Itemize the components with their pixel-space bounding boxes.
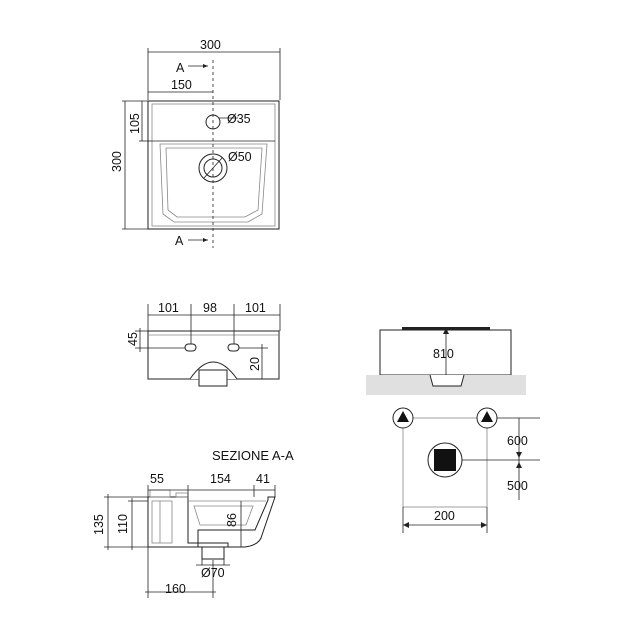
dim-section-front: 41 — [256, 472, 270, 486]
dim-top-width: 300 — [200, 38, 221, 52]
dim-front-height: 45 — [126, 332, 140, 346]
bowl-outline — [159, 143, 268, 223]
label-tap-hole: Ø35 — [227, 112, 251, 126]
dim-supply-height: 600 — [507, 434, 528, 448]
dim-section-depth: 160 — [165, 582, 186, 596]
section-waste — [201, 546, 225, 560]
label-drain: Ø50 — [228, 150, 252, 164]
front-view — [135, 304, 281, 387]
section-view — [104, 485, 276, 598]
dim-front-middle: 98 — [203, 301, 217, 315]
waste-spigot — [198, 369, 228, 387]
dim-fixing-spacing: 200 — [434, 509, 455, 523]
dim-front-left: 101 — [158, 301, 179, 315]
dim-mount-height: 810 — [433, 347, 454, 361]
install-layout-frame — [402, 417, 488, 508]
dim-overflow-height: 20 — [248, 357, 262, 371]
install-view — [366, 327, 540, 533]
top-view — [122, 48, 281, 248]
dim-top-half-width: 150 — [171, 78, 192, 92]
dim-waste-height: 500 — [507, 479, 528, 493]
section-title: SEZIONE A-A — [212, 448, 294, 463]
dim-back-depth: 105 — [128, 113, 142, 134]
overflow-left — [184, 343, 197, 352]
overflow-right — [227, 343, 240, 352]
dim-section-bowl-depth: 86 — [225, 513, 239, 527]
dim-section-bowl: 154 — [210, 472, 231, 486]
section-mark-top: A — [176, 61, 185, 75]
dim-section-rim-height: 110 — [116, 514, 130, 534]
dim-section-waste: Ø70 — [201, 566, 225, 580]
section-mark-bottom: A — [175, 234, 184, 248]
dim-front-right: 101 — [245, 301, 266, 315]
dim-section-back: 55 — [150, 472, 164, 486]
dim-top-height: 300 — [110, 151, 124, 172]
waste-square — [434, 449, 456, 471]
dim-section-total-height: 135 — [92, 514, 106, 535]
